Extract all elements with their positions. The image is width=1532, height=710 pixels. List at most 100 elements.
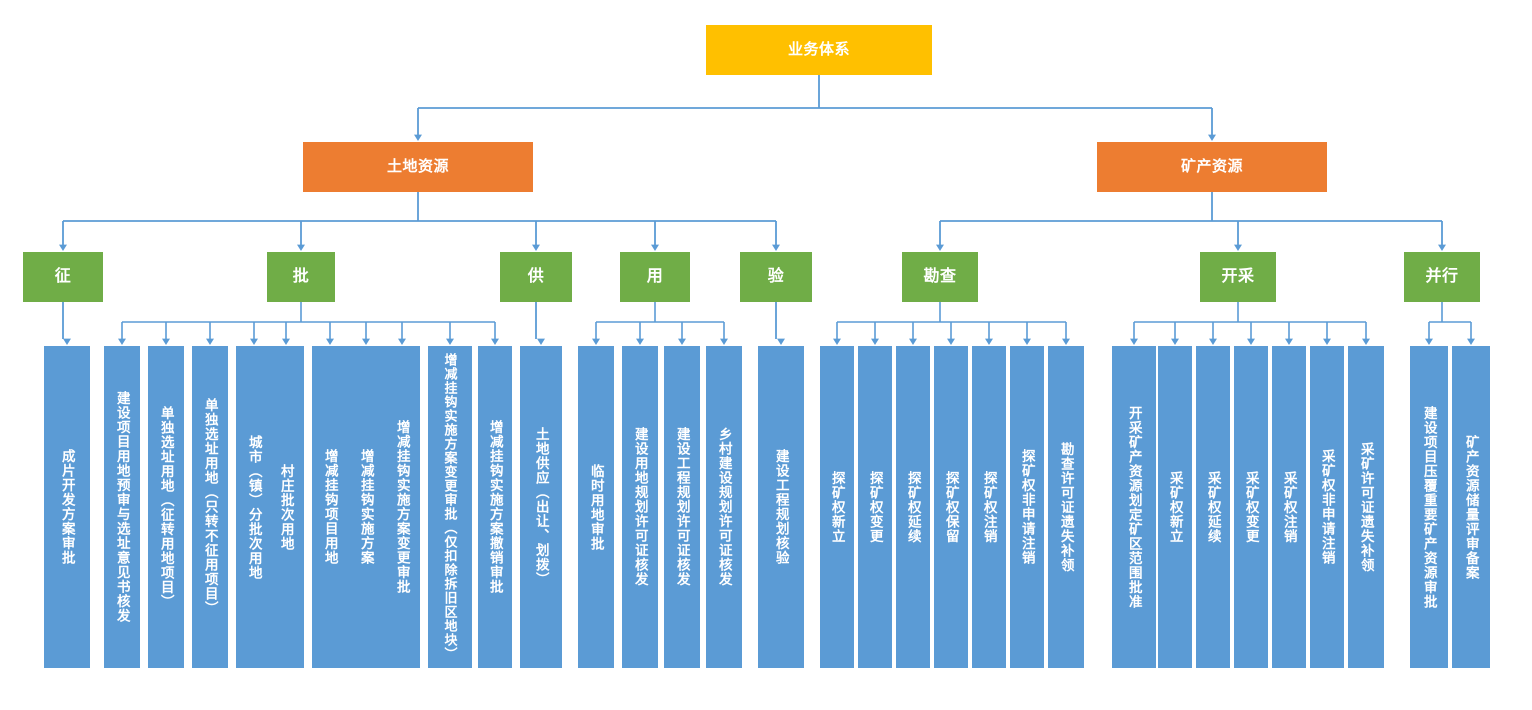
leaf-node-2[interactable]: 单独选址用地（征转用地项目） [148, 346, 184, 668]
leaf-node-10[interactable]: 增减挂钩实施方案撤销审批 [478, 346, 512, 668]
leaf-node-22[interactable]: 探矿权非申请注销 [1010, 346, 1044, 668]
connector-arrowhead [206, 338, 214, 345]
connector-arrowhead [1130, 338, 1138, 345]
connector-arrowhead [871, 338, 879, 345]
leaf-label: 建设用地规划许可证核发 [632, 427, 648, 587]
connector-arrowhead [1323, 338, 1331, 345]
leaf-node-0[interactable]: 成片开发方案审批 [44, 346, 90, 668]
leaf-label: 采矿权新立 [1167, 470, 1183, 544]
leaf-node-5[interactable]: 村庄批次用地 [268, 346, 304, 668]
connector-arrowhead [118, 338, 126, 345]
leaf-node-29[interactable]: 采矿权非申请注销 [1310, 346, 1344, 668]
root-node[interactable]: 业务体系 [706, 25, 932, 75]
leaf-label: 村庄批次用地 [278, 463, 294, 551]
connector-arrowhead [936, 244, 944, 251]
leaf-node-19[interactable]: 探矿权延续 [896, 346, 930, 668]
leaf-label: 单独选址用地（只转不征用项目） [202, 398, 218, 616]
leaf-node-12[interactable]: 临时用地审批 [578, 346, 614, 668]
connector-arrowhead [985, 338, 993, 345]
level3-node-kancha[interactable]: 勘查 [902, 252, 978, 302]
connector-arrowhead [1467, 338, 1475, 345]
level3-node-bingxing[interactable]: 并行 [1404, 252, 1480, 302]
leaf-label: 探矿权延续 [905, 470, 921, 544]
leaf-node-20[interactable]: 探矿权保留 [934, 346, 968, 668]
level2-node-mineral[interactable]: 矿产资源 [1097, 142, 1327, 192]
level3-node-gong[interactable]: 供 [500, 252, 572, 302]
leaf-label: 建设项目用地预审与选址意见书核发 [114, 391, 130, 623]
level3-node-kaicai[interactable]: 开采 [1200, 252, 1276, 302]
connector-arrowhead [537, 338, 545, 345]
leaf-label: 探矿权变更 [867, 470, 883, 544]
leaf-node-6[interactable]: 增减挂钩项目用地 [312, 346, 348, 668]
leaf-label: 采矿权非申请注销 [1319, 449, 1335, 565]
leaf-label: 成片开发方案审批 [59, 449, 75, 565]
level3-node-pi[interactable]: 批 [267, 252, 335, 302]
leaf-label: 采矿权注销 [1281, 470, 1297, 544]
leaf-label: 采矿权延续 [1205, 470, 1221, 544]
leaf-node-3[interactable]: 单独选址用地（只转不征用项目） [192, 346, 228, 668]
leaf-node-32[interactable]: 矿产资源储量评审备案 [1452, 346, 1490, 668]
connector-arrowhead [1425, 338, 1433, 345]
leaf-node-25[interactable]: 采矿权新立 [1158, 346, 1192, 668]
leaf-label: 开采矿产资源划定矿区范围批准 [1126, 405, 1142, 609]
connector-arrowhead [1234, 244, 1242, 251]
connector-arrowhead [326, 338, 334, 345]
leaf-node-15[interactable]: 乡村建设规划许可证核发 [706, 346, 742, 668]
leaf-node-8[interactable]: 增减挂钩实施方案变更审批 [384, 346, 420, 668]
connector-arrowhead [63, 338, 71, 345]
level2-node-land[interactable]: 土地资源 [303, 142, 533, 192]
leaf-node-16[interactable]: 建设工程规划核验 [758, 346, 804, 668]
leaf-label: 增减挂钩项目用地 [322, 449, 338, 565]
leaf-node-26[interactable]: 采矿权延续 [1196, 346, 1230, 668]
leaf-label: 建设工程规划许可证核发 [674, 427, 690, 587]
leaf-node-7[interactable]: 增减挂钩实施方案 [348, 346, 384, 668]
leaf-node-24[interactable]: 开采矿产资源划定矿区范围批准 [1112, 346, 1156, 668]
leaf-node-13[interactable]: 建设用地规划许可证核发 [622, 346, 658, 668]
leaf-label: 单独选址用地（征转用地项目） [158, 405, 174, 609]
connector-arrowhead [833, 338, 841, 345]
connector-arrowhead [1247, 338, 1255, 345]
leaf-node-31[interactable]: 建设项目压覆重要矿产资源审批 [1410, 346, 1448, 668]
leaf-node-27[interactable]: 采矿权变更 [1234, 346, 1268, 668]
leaf-label: 建设工程规划核验 [773, 449, 789, 565]
level3-node-zheng[interactable]: 征 [23, 252, 103, 302]
leaf-label: 临时用地审批 [588, 463, 604, 551]
leaf-node-4[interactable]: 城市（镇）分批次用地 [236, 346, 272, 668]
connector-arrowhead [250, 338, 258, 345]
connector-arrowhead [1171, 338, 1179, 345]
leaf-label: 矿产资源储量评审备案 [1463, 434, 1479, 580]
leaf-node-28[interactable]: 采矿权注销 [1272, 346, 1306, 668]
leaf-node-14[interactable]: 建设工程规划许可证核发 [664, 346, 700, 668]
connector-arrowhead [1023, 338, 1031, 345]
leaf-node-1[interactable]: 建设项目用地预审与选址意见书核发 [104, 346, 140, 668]
connector-arrowhead [414, 134, 422, 141]
connector-arrowhead [162, 338, 170, 345]
leaf-node-21[interactable]: 探矿权注销 [972, 346, 1006, 668]
connector-arrowhead [282, 338, 290, 345]
leaf-label: 探矿权注销 [981, 470, 997, 544]
leaf-label: 增减挂钩实施方案 [358, 449, 374, 565]
leaf-node-17[interactable]: 探矿权新立 [820, 346, 854, 668]
leaf-node-30[interactable]: 采矿许可证遗失补领 [1348, 346, 1384, 668]
connector-arrowhead [678, 338, 686, 345]
leaf-label: 探矿权非申请注销 [1019, 449, 1035, 565]
connector-arrowhead [398, 338, 406, 345]
leaf-label: 增减挂钩实施方案撤销审批 [487, 420, 503, 594]
leaf-node-9[interactable]: 增减挂钩实施方案变更审批（仅扣除拆旧区地块） [428, 346, 472, 668]
connector-arrowhead [297, 244, 305, 251]
connector-arrowhead [720, 338, 728, 345]
leaf-label: 探矿权保留 [943, 470, 959, 544]
leaf-label: 增减挂钩实施方案变更审批（仅扣除拆旧区地块） [442, 353, 458, 661]
leaf-label: 城市（镇）分批次用地 [246, 434, 262, 580]
level3-node-yan[interactable]: 验 [740, 252, 812, 302]
leaf-label: 探矿权新立 [829, 470, 845, 544]
connector-arrowhead [1285, 338, 1293, 345]
connector-arrowhead [1208, 134, 1216, 141]
level3-node-yong[interactable]: 用 [620, 252, 690, 302]
connector-arrowhead [947, 338, 955, 345]
leaf-node-23[interactable]: 勘查许可证遗失补领 [1048, 346, 1084, 668]
leaf-node-11[interactable]: 土地供应（出让、划拨） [520, 346, 562, 668]
leaf-node-18[interactable]: 探矿权变更 [858, 346, 892, 668]
connector-arrowhead [1438, 244, 1446, 251]
